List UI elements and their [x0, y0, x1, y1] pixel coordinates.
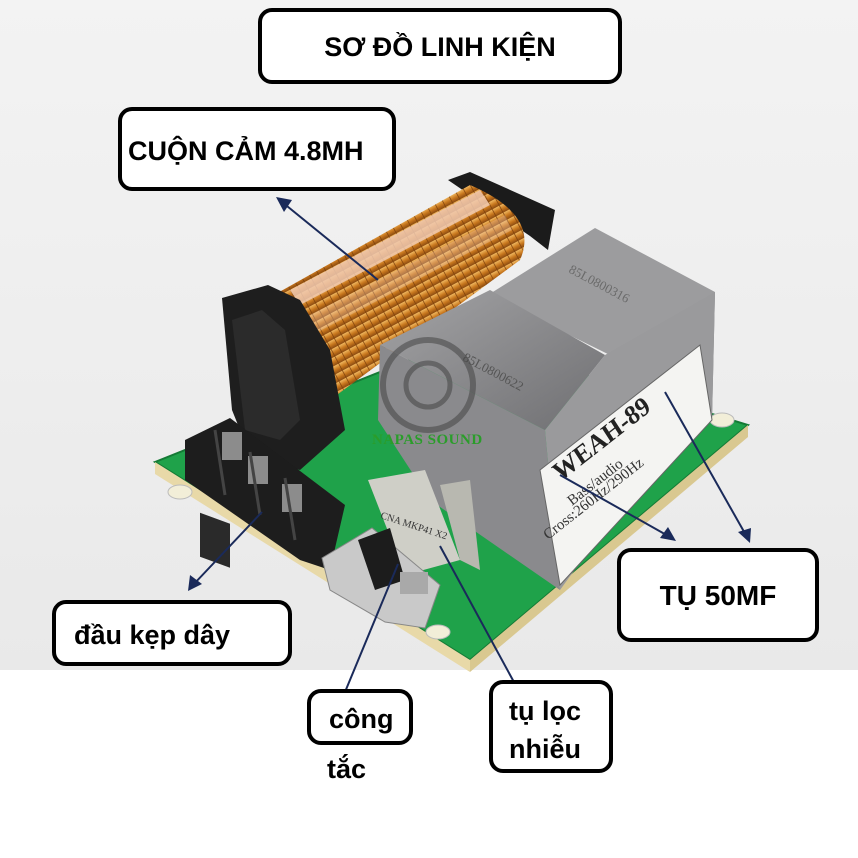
- standoff: [167, 484, 193, 500]
- model-label-plate: [539, 344, 713, 587]
- pointer-arrows: [188, 197, 751, 693]
- arrow-terminal: [192, 511, 263, 586]
- page-title: SƠ ĐỒ LINH KIỆN: [258, 8, 622, 84]
- arrow-capacitor-b: [664, 391, 748, 538]
- inductor-coil: [222, 172, 555, 470]
- label-filter-line2: nhiễu: [509, 734, 581, 764]
- label-filter-capacitor: tụ lọc nhiễu: [489, 680, 613, 773]
- standoff: [709, 412, 735, 428]
- label-filter-line1: tụ lọc: [509, 696, 581, 726]
- arrow-filter: [439, 545, 516, 685]
- label-capacitor: TỤ 50MF: [617, 548, 819, 642]
- label-switch: công: [307, 689, 413, 745]
- gray-capacitors: WEAH-89 Bass/audio Cross:260Hz/290Hz 85L…: [378, 228, 715, 590]
- label-inductor-coil: CUỘN CẢM 4.8MH: [118, 107, 396, 191]
- film-capacitor: CNA MKP41 X2: [368, 470, 480, 575]
- arrow-capacitor-a: [559, 474, 671, 538]
- label-switch-line2: tắc: [327, 754, 367, 784]
- brand-watermark: NAPAS SOUND: [372, 432, 483, 448]
- arrow-switch: [344, 563, 399, 693]
- arrow-coil: [281, 201, 379, 281]
- brand-logo: [380, 337, 476, 433]
- label-terminal-block: đầu kẹp dây: [52, 600, 292, 666]
- standoff: [425, 624, 451, 640]
